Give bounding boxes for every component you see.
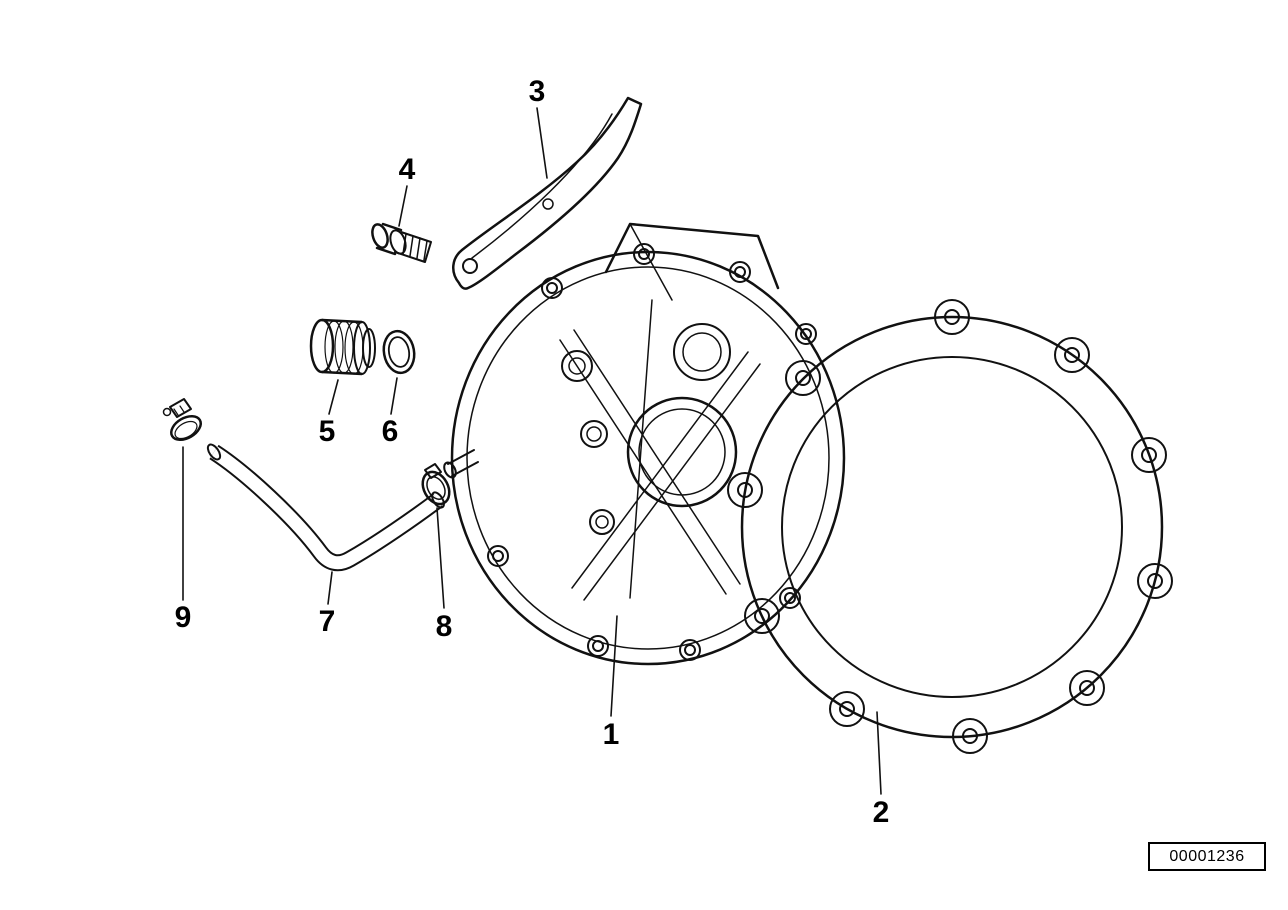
plug-drawing <box>309 318 376 376</box>
leader-lines <box>182 107 882 795</box>
gasket-drawing <box>727 299 1173 754</box>
callout-5: 5 <box>318 415 336 448</box>
drawing-number-box: 00001236 <box>1148 842 1266 871</box>
callout-3: 3 <box>528 75 546 108</box>
callout-4: 4 <box>398 153 416 186</box>
callout-6: 6 <box>381 415 399 448</box>
hose-drawing <box>206 443 445 572</box>
callout-9: 9 <box>174 601 192 634</box>
screw-drawing <box>371 222 432 263</box>
callout-7: 7 <box>318 605 336 638</box>
hose-clamp-2-drawing <box>162 398 202 442</box>
hose-clamp-drawing <box>421 463 451 506</box>
bracket-drawing <box>452 96 643 290</box>
drawing-number: 00001236 <box>1169 847 1245 865</box>
callout-8: 8 <box>435 610 453 643</box>
housing-cover-drawing <box>443 222 846 666</box>
callout-1: 1 <box>602 718 620 751</box>
callout-2: 2 <box>872 796 890 829</box>
o-ring-drawing <box>382 329 416 375</box>
